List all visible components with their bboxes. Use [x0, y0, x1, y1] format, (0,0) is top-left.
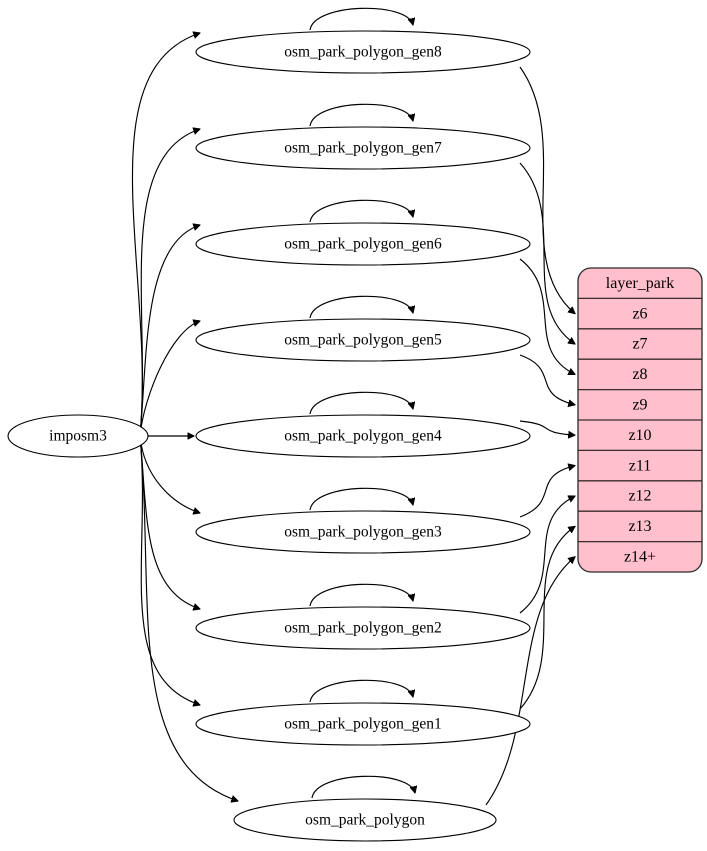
edge-gen8-to-z6 — [519, 66, 575, 314]
node-label-gen6: osm_park_polygon_gen6 — [284, 236, 442, 253]
edge-imposm3-to-gen3 — [139, 435, 200, 513]
edge-poly-to-z14plus — [485, 557, 575, 806]
table-title: layer_park — [606, 275, 674, 292]
node-gen8[interactable] — [195, 30, 531, 74]
edge-imposm3-to-gen7 — [139, 129, 200, 437]
edge-gen7-to-z7 — [519, 162, 575, 344]
node-label-gen5: osm_park_polygon_gen5 — [284, 332, 442, 349]
self-loop-edges — [309, 7, 415, 799]
self-loop-gen7 — [309, 103, 413, 127]
self-loop-gen1 — [309, 679, 413, 703]
node-gen5[interactable] — [195, 318, 531, 362]
table-row-z6[interactable]: z6 — [632, 305, 647, 322]
node-label-gen2: osm_park_polygon_gen2 — [284, 620, 442, 637]
table-row-z9[interactable]: z9 — [632, 396, 647, 413]
self-loop-gen5 — [309, 295, 413, 319]
edges-from-source — [131, 33, 238, 801]
node-gen6[interactable] — [195, 222, 531, 266]
node-label-imposm3: imposm3 — [49, 428, 107, 445]
node-gen3[interactable] — [195, 510, 531, 554]
node-label-gen8: osm_park_polygon_gen8 — [284, 44, 442, 61]
edge-imposm3-to-gen6 — [139, 225, 200, 437]
self-loop-gen3 — [309, 487, 413, 511]
edge-imposm3-to-gen5 — [139, 321, 200, 437]
table-row-z14plus[interactable]: z14+ — [624, 548, 656, 565]
edge-gen1-to-z13 — [519, 526, 575, 710]
edge-gen4-to-z10 — [519, 420, 575, 435]
node-gen7[interactable] — [195, 126, 531, 170]
table-row-z12[interactable]: z12 — [628, 488, 651, 505]
edge-gen2-to-z12 — [519, 496, 575, 614]
edge-imposm3-to-gen2 — [139, 435, 200, 609]
edge-gen5-to-z9 — [519, 354, 575, 405]
node-label-poly: osm_park_polygon — [305, 812, 425, 829]
node-imposm3[interactable] — [7, 414, 149, 458]
self-loop-poly — [311, 775, 415, 799]
layer-park-table: layer_park z6 z7 z8 z9 z10 z11 z12 z13 z14+ — [577, 267, 703, 573]
node-label-gen3: osm_park_polygon_gen3 — [284, 524, 442, 541]
polygon-nodes: osm_park_polygon_gen8 osm_park_polygon_ge… — [195, 30, 531, 842]
table-row-z10[interactable]: z10 — [628, 427, 651, 444]
table-row-z11[interactable]: z11 — [629, 457, 652, 474]
edges-to-table — [485, 66, 575, 806]
table-row-z13[interactable]: z13 — [628, 518, 651, 535]
self-loop-gen2 — [309, 583, 413, 607]
edge-imposm3-to-gen1 — [139, 435, 200, 705]
edge-gen6-to-z8 — [519, 258, 575, 374]
edge-imposm3-to-poly — [139, 435, 238, 801]
source-node: imposm3 — [7, 414, 149, 458]
edge-gen3-to-z11 — [519, 466, 575, 518]
node-label-gen7: osm_park_polygon_gen7 — [284, 140, 442, 157]
table-row-z8[interactable]: z8 — [632, 366, 647, 383]
node-gen4[interactable] — [195, 414, 531, 458]
self-loop-gen4 — [309, 391, 413, 415]
node-label-gen1: osm_park_polygon_gen1 — [284, 716, 442, 733]
self-loop-gen6 — [309, 199, 413, 223]
node-label-gen4: osm_park_polygon_gen4 — [284, 428, 442, 445]
node-poly[interactable] — [233, 798, 497, 842]
node-gen1[interactable] — [195, 702, 531, 746]
node-gen2[interactable] — [195, 606, 531, 650]
table-row-z7[interactable]: z7 — [632, 336, 647, 353]
self-loop-gen8 — [309, 7, 413, 31]
